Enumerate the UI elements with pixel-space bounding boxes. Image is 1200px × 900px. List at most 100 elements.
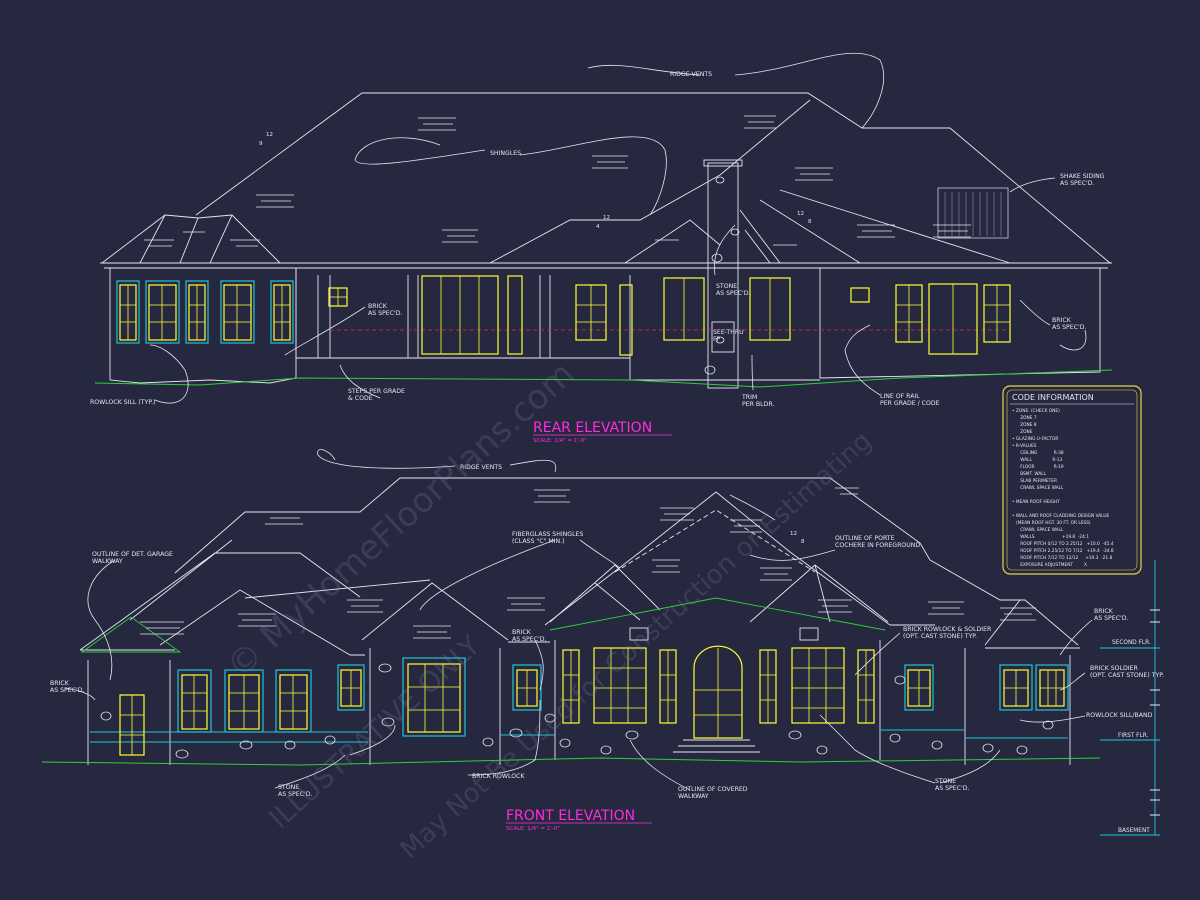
front-elevation <box>41 477 1101 766</box>
rear-leaders <box>149 52 1087 404</box>
front-window <box>791 647 845 724</box>
code-info-line: CEILING R-38 <box>1012 450 1064 456</box>
rear-scale: SCALE: 1/4" = 1'-0" <box>533 438 587 444</box>
front-labels: RIDGE VENTS FIBERGLASS SHINGLES(CLASS "C… <box>50 464 1164 800</box>
front-hip-right <box>749 564 889 623</box>
level-labels: SECOND FLR. FIRST FLR. BASEMENT <box>1112 640 1151 834</box>
svg-text:8: 8 <box>801 539 805 545</box>
rear-main-roof <box>195 92 1111 264</box>
rear-window <box>619 284 633 356</box>
rear-window <box>850 287 870 303</box>
code-info-line: SLAB PERIMETER <box>1012 478 1057 484</box>
label-brick-rowlock-soldier: BRICK ROWLOCK & SOLDIER(OPT. CAST STONE)… <box>903 626 992 640</box>
svg-text:8: 8 <box>808 219 812 225</box>
svg-text:12: 12 <box>603 215 610 221</box>
front-entry-steps <box>673 739 760 753</box>
code-info-line: WALLS +19.8 -24.1 <box>1012 534 1089 540</box>
front-entry-roof <box>80 616 182 653</box>
label-rowlock-sill: ROWLOCK SILL (TYP.) <box>90 399 155 406</box>
front-title: FRONT ELEVATION <box>506 808 635 824</box>
code-info-line: • ZONE: (CHECK ONE) <box>1012 408 1060 414</box>
label-brick-soldier: BRICK SOLDIER(OPT. CAST STONE) TYP. <box>1090 665 1164 679</box>
rear-right-roof <box>719 99 1011 264</box>
front-window <box>407 663 461 733</box>
front-window <box>593 647 647 724</box>
rear-title-block: REAR ELEVATION SCALE: 1/4" = 1'-0" <box>533 420 672 444</box>
rear-fp-box <box>711 321 735 353</box>
rear-window <box>223 284 252 341</box>
code-info-line: CRAWL SPACE WALL <box>1012 527 1064 533</box>
rear-left-roof <box>101 214 281 264</box>
code-information-box: CODE INFORMATION • ZONE: (CHECK ONE) ZON… <box>1002 385 1142 575</box>
code-info-line: (MEAN ROOF HGT. 30 FT. OR LESS) <box>1012 520 1091 526</box>
svg-text:4: 4 <box>596 224 600 230</box>
code-info-line: • MEAN ROOF HEIGHT <box>1012 499 1060 505</box>
front-entry-green-roof <box>549 597 886 631</box>
front-entry-door <box>693 645 743 739</box>
label-steps-per-grade: STEPS PER GRADE& CODE <box>348 388 405 402</box>
front-right-roof <box>929 559 1079 646</box>
code-info-line: ZONE 8 <box>1012 422 1037 428</box>
level-second-floor: SECOND FLR. <box>1112 640 1151 646</box>
code-info-title: CODE INFORMATION <box>1012 393 1094 402</box>
rear-door <box>507 275 523 355</box>
front-mid-roof <box>159 579 431 656</box>
front-leaders <box>64 449 1093 791</box>
rear-windows <box>116 275 1011 356</box>
rear-brick-hatch <box>144 115 971 247</box>
label-ridge-vents-rear: RIDGE VENTS <box>670 71 712 78</box>
rear-right-wall <box>819 268 1101 379</box>
label-fiberglass-shingles: FIBERGLASS SHINGLES(CLASS "C" MIN.) <box>512 531 583 545</box>
code-info-line: ROOF PITCH 7/12 TO 12/12 +19.3 -21.8 <box>1012 555 1112 561</box>
code-info-line: • GLAZING U-FACTOR <box>1012 436 1058 442</box>
code-info-line: WALL R-13 <box>1012 457 1063 463</box>
rear-left-hip <box>139 214 233 264</box>
code-info-lines: • ZONE: (CHECK ONE) ZONE 7 ZONE 8 ZONE• … <box>1012 408 1114 568</box>
rear-elevation <box>94 92 1113 389</box>
front-left-roof <box>79 539 361 651</box>
front-walls <box>87 640 1071 765</box>
code-info-line: FLOOR R-19 <box>1012 464 1064 470</box>
front-grade-line <box>41 757 1101 766</box>
rear-center-wall <box>295 268 630 359</box>
code-info-line: ROOF PITCH 2.25/12 TO 7/12 +19.4 -34.8 <box>1012 548 1114 554</box>
label-ridge-vents-front: RIDGE VENTS <box>460 464 502 471</box>
front-gable-roof <box>361 582 509 641</box>
rear-pitch-labels: 12 9 12 4 12 8 <box>259 132 812 230</box>
code-info-line: ZONE 7 <box>1012 415 1037 421</box>
code-info-line: ZONE <box>1012 429 1033 435</box>
code-info-line: EXPOSURE ADJUSTMENT X <box>1012 562 1087 568</box>
code-info-line: ROOF PITCH 0/12 TO 2.25/12 +10.0 -45.4 <box>1012 541 1114 547</box>
rear-title: REAR ELEVATION <box>533 420 652 436</box>
code-info-line: CRAWL SPACE WALL <box>1012 485 1064 491</box>
front-hip-left <box>549 564 661 623</box>
front-brick-hatch <box>100 176 1054 759</box>
rear-columns <box>317 275 820 381</box>
level-basement: BASEMENT <box>1118 828 1150 834</box>
front-chimney <box>629 627 649 641</box>
code-info-line: BSMT. WALL <box>1012 471 1047 477</box>
level-first-floor: FIRST FLR. <box>1118 733 1149 739</box>
rear-shake-siding <box>937 187 1009 239</box>
front-window <box>279 674 308 730</box>
front-center-roof <box>544 491 891 626</box>
label-brick-rowlock: BRICK ROWLOCK <box>472 773 525 780</box>
front-title-block: FRONT ELEVATION SCALE: 1/4" = 1'-0" <box>506 808 652 832</box>
front-eaves <box>80 624 1080 656</box>
rear-chimney-cap <box>703 159 743 167</box>
rear-grade-line <box>94 369 1113 388</box>
front-window <box>181 674 208 730</box>
front-scale: SCALE: 1/4" = 1'-0" <box>506 826 560 832</box>
